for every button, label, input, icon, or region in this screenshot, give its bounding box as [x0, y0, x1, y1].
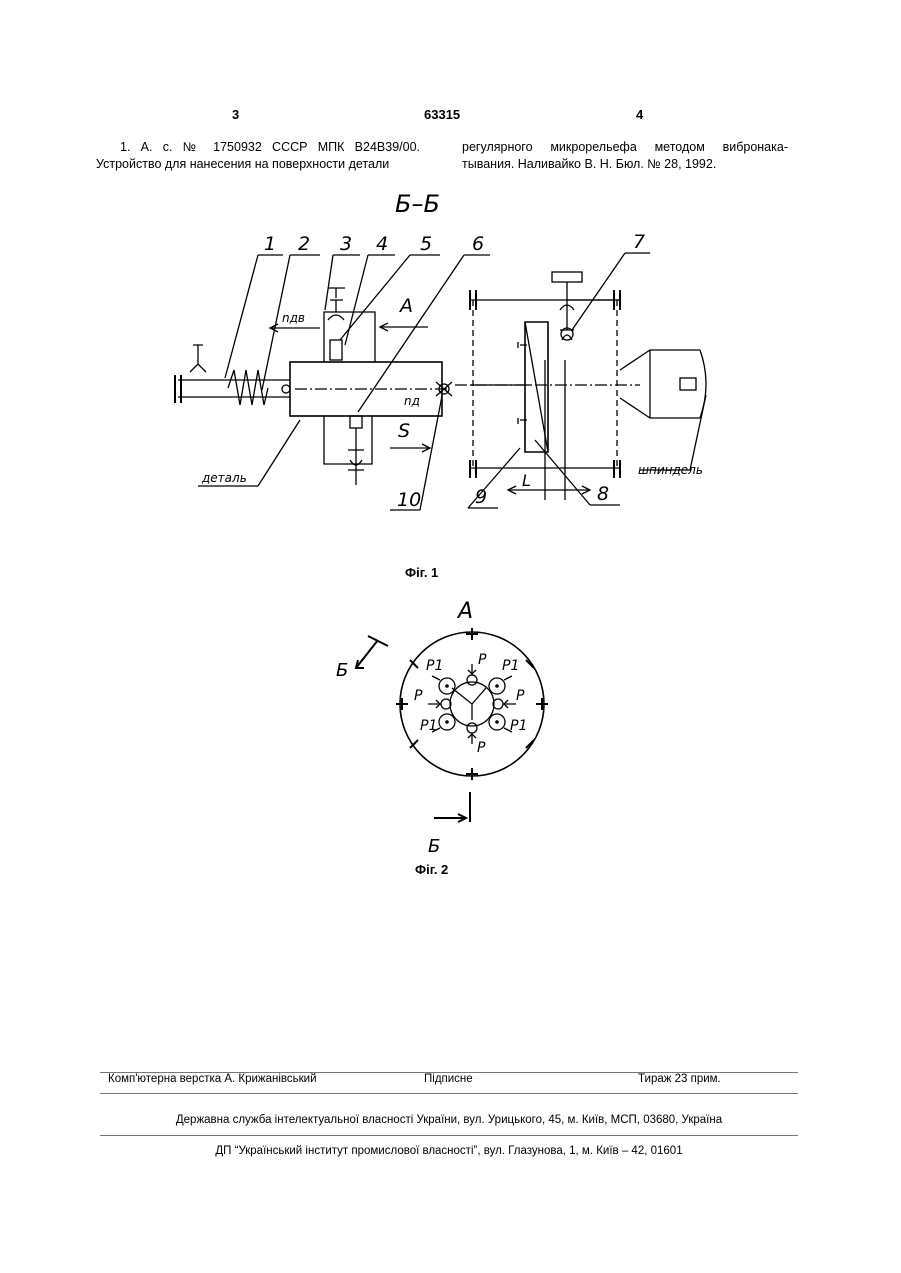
figure-1-caption: Фіг. 1 — [405, 565, 438, 580]
publisher-line: Державна служба інтелектуальної власност… — [100, 1114, 798, 1126]
callout-2: 2 — [298, 233, 310, 255]
callout-5: 5 — [420, 233, 432, 255]
section-mark-upper: Б — [336, 660, 348, 681]
institute-line: ДП “Український інститут промислової вла… — [100, 1145, 798, 1157]
reference-column-left: 1. А. с. № 1750932 СССР МПК В24В39/00. У… — [96, 139, 420, 173]
section-label: Б–Б — [395, 190, 440, 218]
reference-line: тывания. Наливайко В. Н. Бюл. № 28, 1992… — [462, 156, 788, 173]
layout-credit: Комп'ютерна верстка А. Крижанівський — [108, 1073, 317, 1085]
force-p1-label: Р1 — [420, 718, 437, 734]
force-p1-label: Р1 — [426, 658, 443, 674]
figure-1-drawing: Б–Б 1 2 3 4 5 6 7 8 9 10 nдв А nд — [160, 185, 740, 520]
force-p-label: Р — [478, 652, 487, 668]
force-p-label: Р — [477, 740, 486, 756]
view-a-label: А — [456, 599, 473, 624]
footer-divider — [100, 1135, 798, 1136]
reference-line: регулярного микрорельефа методом виброна… — [462, 139, 788, 156]
force-p1-label: Р1 — [510, 718, 527, 734]
part-label: деталь — [201, 471, 247, 485]
section-mark-lower: Б — [428, 836, 440, 855]
force-p1-label: Р1 — [502, 658, 519, 674]
callout-1: 1 — [264, 233, 276, 255]
figure-2-caption: Фіг. 2 — [415, 862, 448, 877]
callout-10: 10 — [397, 489, 421, 511]
reference-column-right: регулярного микрорельефа методом виброна… — [462, 139, 788, 173]
feed-s-label: S — [398, 420, 410, 442]
callout-7: 7 — [633, 231, 645, 253]
page-number-right: 4 — [636, 107, 643, 122]
n-dv-label: nдв — [282, 311, 305, 325]
spindle-label: шпиндель — [638, 463, 703, 477]
force-p-label: Р — [414, 688, 423, 704]
callout-4: 4 — [376, 233, 388, 255]
reference-line: 1. А. с. № 1750932 СССР МПК В24В39/00. — [96, 139, 420, 156]
n-d-label: nд — [404, 394, 420, 408]
callout-3: 3 — [340, 233, 352, 255]
footer-divider — [100, 1093, 798, 1094]
figure-2-drawing: А Р Р Р Р Р1 Р1 Р1 Р1 Б Б — [330, 590, 570, 855]
subscription-note: Підписне — [424, 1073, 473, 1085]
reference-line: Устройство для нанесения на поверхности … — [96, 156, 420, 173]
arrow-a-label: А — [398, 295, 413, 317]
callout-6: 6 — [472, 233, 484, 255]
force-p-label: Р — [516, 688, 525, 704]
patent-number: 63315 — [424, 107, 460, 122]
dim-l-label: L — [522, 471, 531, 490]
callout-8: 8 — [597, 483, 609, 505]
circulation-note: Тираж 23 прим. — [638, 1073, 721, 1085]
page-number-left: 3 — [232, 107, 239, 122]
